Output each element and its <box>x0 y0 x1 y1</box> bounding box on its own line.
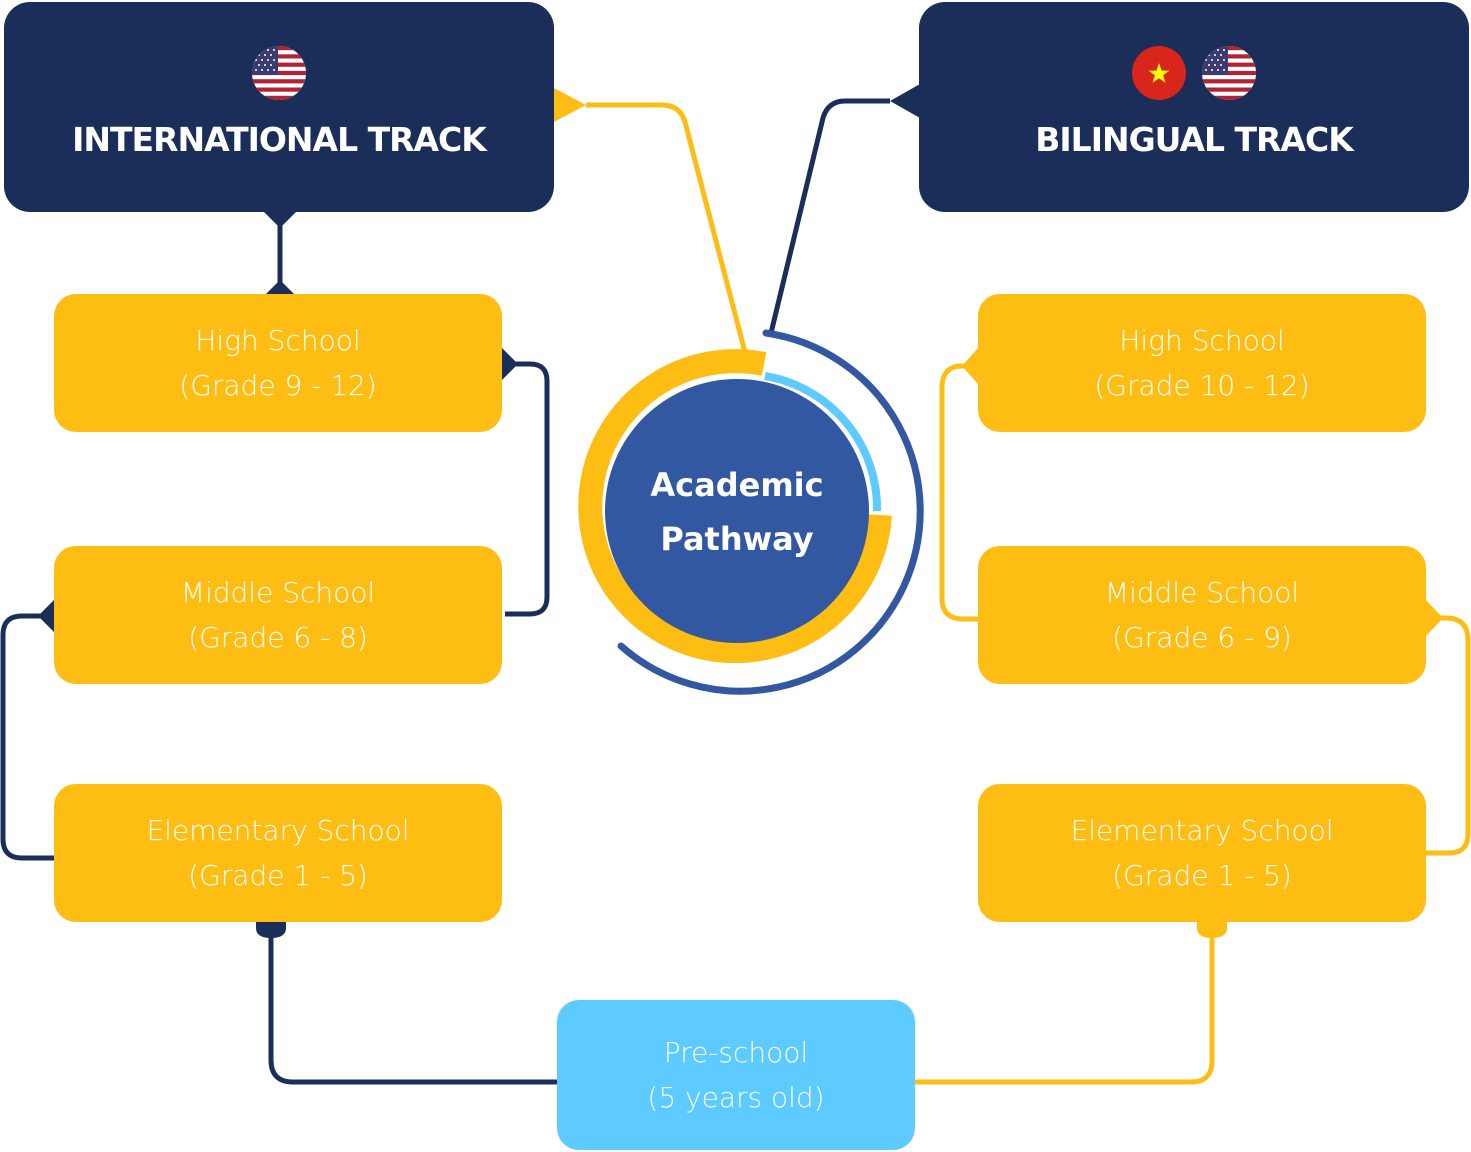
connector-intl-elementary-to-middle <box>0 613 54 861</box>
intl-middle-left-pointer <box>38 600 54 632</box>
bilingual-highschool-left-pointer <box>962 348 978 384</box>
international-track-flags <box>4 46 554 100</box>
center-lightblue-ring-arc <box>764 372 882 512</box>
academic-pathway-label: Academic Pathway <box>605 380 869 644</box>
connector-intl-middle-to-high <box>505 361 550 617</box>
connector-bilingual-elementary-to-middle <box>1426 615 1471 856</box>
preschool-box: Pre-school (5 years old) <box>557 1000 915 1150</box>
stage-name: Middle School <box>180 576 376 609</box>
stage-detail: (5 years old) <box>647 1081 825 1114</box>
center-label-line1: Academic <box>650 466 824 504</box>
bilingual-track-box: BILINGUAL TRACK <box>919 2 1469 212</box>
stage-detail: (Grade 9 - 12) <box>179 369 377 402</box>
connector-preschool-to-intl-elementary <box>268 930 558 1085</box>
stage-name: Elementary School <box>146 814 410 847</box>
intl-high-school-box: High School (Grade 9 - 12) <box>54 294 502 432</box>
us-flag-icon <box>252 46 306 100</box>
bilingual-track-title: BILINGUAL TRACK <box>1035 120 1354 159</box>
international-track-box: INTERNATIONAL TRACK <box>4 2 554 212</box>
international-track-title: INTERNATIONAL TRACK <box>72 120 487 159</box>
us-flag-icon <box>1202 46 1256 100</box>
bilingual-middle-right-pointer <box>1426 600 1443 636</box>
bilingual-track-flags <box>919 46 1469 100</box>
intl-highschool-right-pointer <box>502 348 518 380</box>
stage-name: Pre-school <box>663 1036 809 1069</box>
connector-preschool-to-bilingual-elementary <box>915 930 1215 1085</box>
stage-detail: (Grade 10 - 12) <box>1094 369 1310 402</box>
intl-box-right-pointer <box>554 88 586 122</box>
bilingual-elementary-school-box: Elementary School (Grade 1 - 5) <box>978 784 1426 922</box>
connector-bilingual-middle-to-high <box>939 363 978 622</box>
stage-detail: (Grade 1 - 5) <box>188 859 368 892</box>
intl-middle-school-box: Middle School (Grade 6 - 8) <box>54 546 502 684</box>
bilingual-middle-school-box: Middle School (Grade 6 - 9) <box>978 546 1426 684</box>
center-circle <box>605 379 869 643</box>
highschool-top-pointer <box>264 280 296 296</box>
stage-detail: (Grade 6 - 8) <box>188 621 368 654</box>
stage-name: High School <box>1119 324 1285 357</box>
connector-intl-to-center <box>586 102 749 357</box>
stage-detail: (Grade 1 - 5) <box>1112 859 1292 892</box>
connector-bilingual-to-center <box>768 98 890 334</box>
stage-name: High School <box>195 324 361 357</box>
center-label-line2: Pathway <box>660 520 814 558</box>
bilingual-box-left-pointer <box>890 84 920 118</box>
stage-detail: (Grade 6 - 9) <box>1112 621 1292 654</box>
center-outer-ring-arc <box>617 329 924 695</box>
bilingual-high-school-box: High School (Grade 10 - 12) <box>978 294 1426 432</box>
vietnam-flag-icon <box>1132 46 1186 100</box>
stage-name: Elementary School <box>1070 814 1334 847</box>
stage-name: Middle School <box>1104 576 1300 609</box>
intl-elementary-school-box: Elementary School (Grade 1 - 5) <box>54 784 502 922</box>
center-yellow-ring-arc <box>578 349 892 664</box>
